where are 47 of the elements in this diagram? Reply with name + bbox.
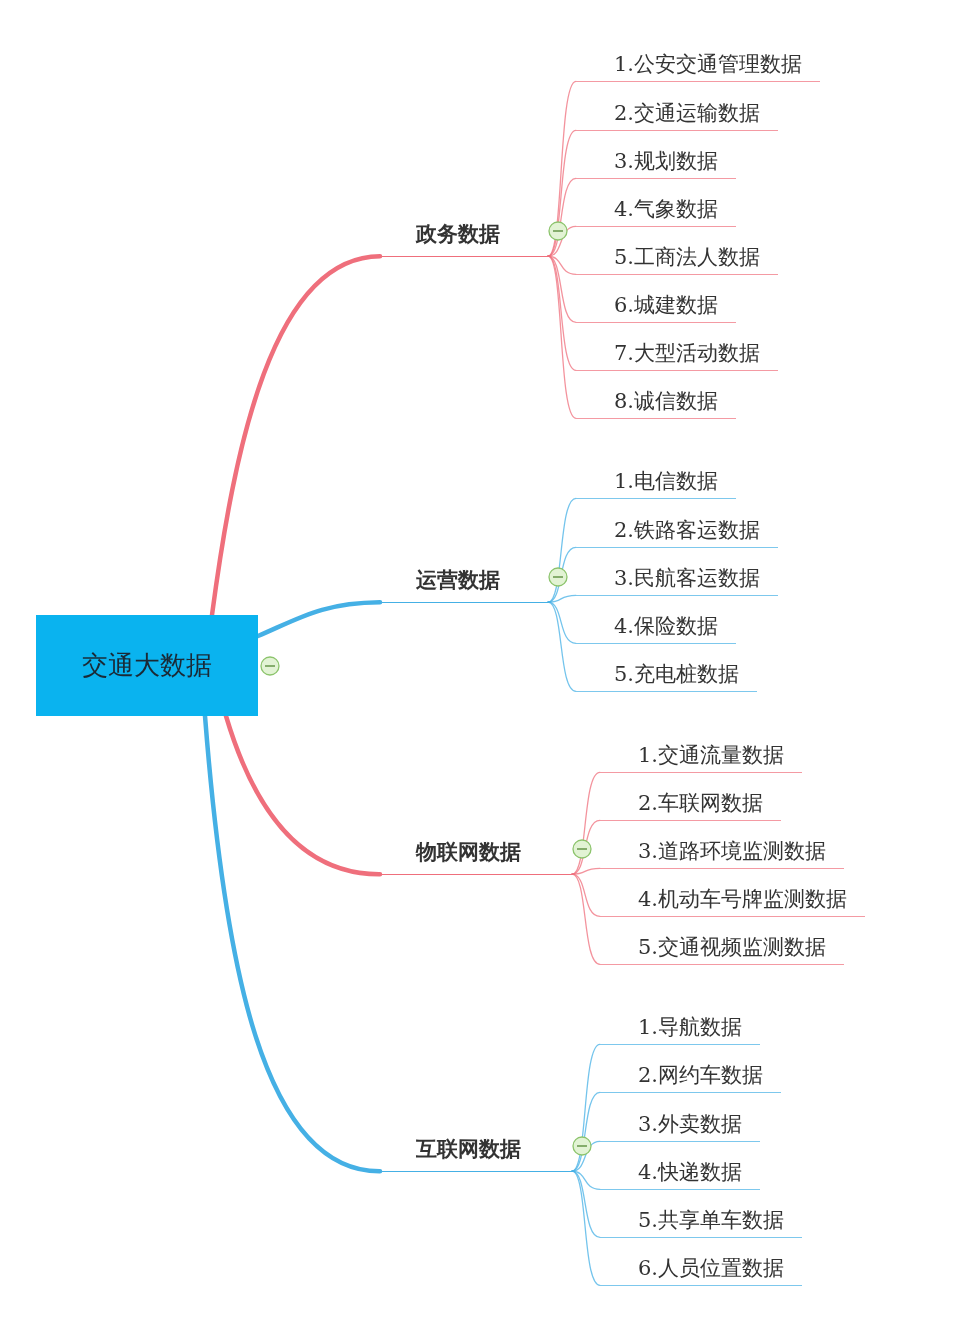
subtopic-label: 8.诚信数据 [614,388,719,415]
subtopic-label: 3.民航客运数据 [614,565,761,592]
connector-line [571,873,601,965]
subtopic-label: 4.气象数据 [614,196,719,223]
subtopic-label: 1.电信数据 [614,468,719,495]
subtopic-label: 5.工商法人数据 [614,244,761,271]
subtopic-label: 2.交通运输数据 [614,100,761,127]
subtopic-label: 3.道路环境监测数据 [638,838,827,865]
branch-topic-label: 运营数据 [416,567,500,594]
subtopic-label: 3.规划数据 [614,148,719,175]
subtopic-label: 6.人员位置数据 [638,1255,785,1282]
subtopic-label: 5.充电桩数据 [614,661,740,688]
central-topic-box [36,615,258,716]
branch-topic-label: 物联网数据 [416,839,521,866]
connector-line [547,546,577,603]
subtopic-label: 6.城建数据 [614,292,719,319]
branch-topic-label: 互联网数据 [416,1136,521,1163]
subtopic-label: 7.大型活动数据 [614,340,761,367]
connector-line [571,1170,601,1286]
connector-line [547,255,577,419]
connector-line [547,225,577,257]
connector-line [571,1140,601,1172]
main-branch-line [209,254,383,618]
central-topic-label: 交通大数据 [82,649,212,682]
subtopic-label: 5.交通视频监测数据 [638,934,827,961]
subtopic-label: 1.导航数据 [638,1014,743,1041]
subtopic-label: 2.网约车数据 [638,1062,764,1089]
subtopic-label: 3.外卖数据 [638,1111,743,1138]
branch-topic-label: 政务数据 [416,221,500,248]
connector-line [547,129,577,257]
subtopic-label: 2.铁路客运数据 [614,517,761,544]
subtopic-label: 4.快递数据 [638,1159,743,1186]
connector-line [571,1043,601,1172]
subtopic-label: 1.交通流量数据 [638,742,785,769]
subtopic-label: 4.保险数据 [614,613,719,640]
subtopic-label: 2.车联网数据 [638,790,764,817]
connector-line [547,255,577,371]
connector-line [547,497,577,603]
subtopic-label: 1.公安交通管理数据 [614,51,803,78]
subtopic-label: 4.机动车号牌监测数据 [638,886,848,913]
connector-line [571,867,601,875]
connector-line [547,80,577,257]
connector-line [547,601,577,692]
connector-line [571,819,601,875]
subtopic-label: 5.共享单车数据 [638,1207,785,1234]
connector-line [547,594,577,603]
connector-line [571,771,601,875]
